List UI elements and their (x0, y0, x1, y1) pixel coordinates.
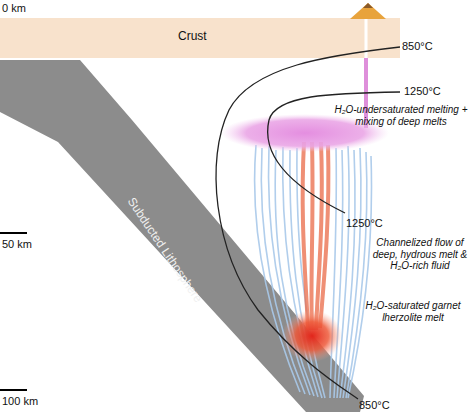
volcano-peak (363, 3, 373, 8)
annotation: H₂O-saturated garnet lherzolite melt (358, 300, 468, 323)
crust-band: Crust (0, 18, 400, 58)
axis-label: 1250°C (346, 217, 383, 230)
annotation: Channelized flow of deep, hydrous melt &… (370, 237, 470, 272)
slab-fill (0, 60, 364, 412)
annotation: H₂O-undersaturated melting + mixing of d… (328, 104, 474, 127)
axis-label: 50 km (2, 238, 32, 251)
isotherm-850 (216, 47, 400, 399)
axis-label: 1250°C (404, 85, 441, 98)
melt-source (282, 310, 342, 362)
scale-bar (0, 232, 27, 234)
axis-label: 0 km (2, 2, 26, 15)
axis-label: 850°C (402, 40, 433, 53)
node-label: Crust (178, 29, 207, 43)
melt-channels (303, 142, 329, 330)
axis-label: 100 km (2, 395, 38, 408)
axis-label: 850°C (359, 399, 390, 412)
volcano (350, 3, 386, 19)
scale-bar (0, 389, 27, 391)
